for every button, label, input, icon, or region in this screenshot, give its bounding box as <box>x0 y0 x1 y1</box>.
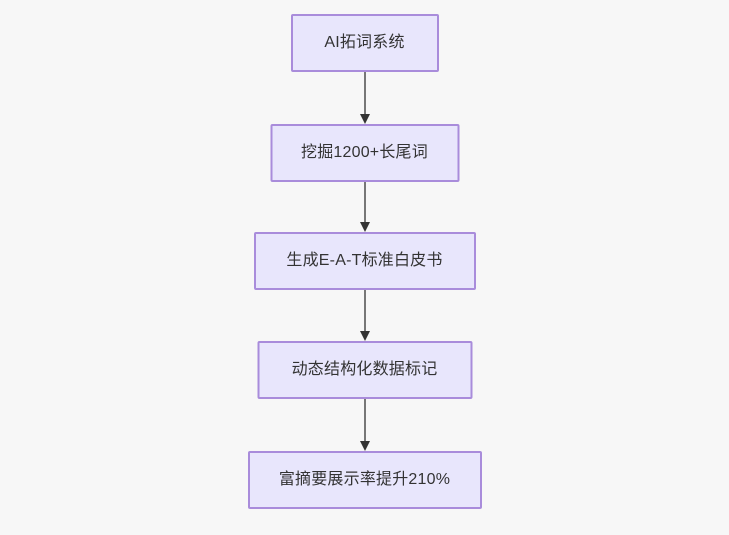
flowchart-node-label: AI拓词系统 <box>324 34 405 51</box>
flowchart-node-label: 动态结构化数据标记 <box>291 361 438 378</box>
flowchart-node-mine-longtail-keywords[interactable]: 挖掘1200+长尾词 <box>270 124 459 182</box>
flowchart-edge-n3-n4 <box>358 399 372 451</box>
flowchart-edge-n1-n2 <box>358 182 372 232</box>
edge-line <box>363 399 366 441</box>
edge-line <box>363 182 366 222</box>
arrow-down-icon <box>359 441 370 451</box>
arrow-down-icon <box>359 114 370 124</box>
flowchart-node-label: 挖掘1200+长尾词 <box>301 144 428 161</box>
flowchart-node-rich-snippet-rate-increase[interactable]: 富摘要展示率提升210% <box>247 451 482 509</box>
flowchart-edge-n2-n3 <box>358 290 372 341</box>
flowchart-node-generate-eat-whitepaper[interactable]: 生成E-A-T标准白皮书 <box>253 232 476 290</box>
arrow-down-icon <box>359 331 370 341</box>
arrow-down-icon <box>359 222 370 232</box>
flowchart-node-ai-keyword-system[interactable]: AI拓词系统 <box>290 14 439 72</box>
edge-line <box>363 72 366 114</box>
flowchart-node-label: 生成E-A-T标准白皮书 <box>286 252 443 269</box>
flowchart-edge-n0-n1 <box>358 72 372 124</box>
flowchart-node-label: 富摘要展示率提升210% <box>278 471 451 488</box>
flowchart-node-dynamic-structured-data-markup[interactable]: 动态结构化数据标记 <box>257 341 472 399</box>
edge-line <box>363 290 366 331</box>
